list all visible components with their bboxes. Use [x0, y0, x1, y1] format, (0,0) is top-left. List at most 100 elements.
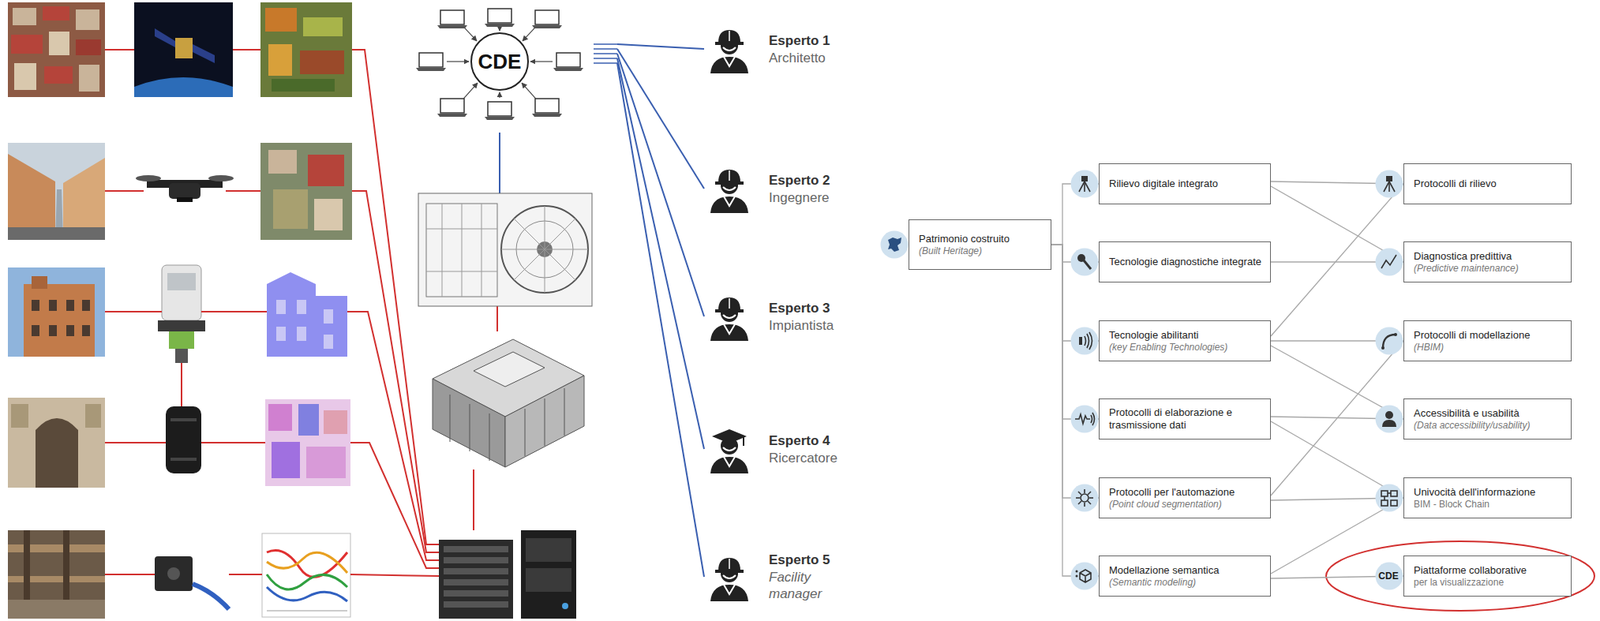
graphic-part: [1383, 496, 1386, 501]
graphic-part: [418, 193, 593, 307]
graphic-part: [228, 573, 263, 576]
graphic-part: [564, 388, 566, 436]
graphic-part: [728, 30, 731, 42]
graphic-part: [1382, 334, 1396, 349]
graphic-part: [525, 568, 572, 593]
connector: [1051, 244, 1099, 341]
graphic-part: [104, 311, 162, 313]
graphic-part: [715, 181, 744, 185]
graphic-part: [449, 394, 451, 443]
graphic-part: [1087, 491, 1091, 495]
tree-icon-graphic: [880, 230, 909, 259]
graphic-part: [266, 552, 348, 574]
tree-box: Protocolli per l'automazione(Point cloud…: [1098, 477, 1271, 519]
expert-title: Esperto 4: [768, 432, 888, 450]
tree-icon: [1070, 169, 1099, 199]
box-title: Protocolli di modellazione: [1413, 329, 1565, 342]
box-subtitle: (Point cloud segmentation): [1109, 498, 1264, 511]
box-title: Rilievo digitale integrato: [1109, 177, 1264, 191]
graphic-part: [723, 196, 735, 207]
graphic-part: [718, 169, 741, 183]
graphic-part: [1375, 484, 1404, 513]
box-title: Piattaforme collaborative: [1413, 564, 1565, 578]
graphic-part: [446, 60, 469, 62]
graphic-part: [524, 408, 526, 457]
graphic-part: [481, 203, 483, 297]
graphic-part: [1381, 500, 1388, 506]
graphic-part: [161, 265, 202, 321]
graphic-part: [1075, 497, 1080, 499]
graphic-part: [496, 306, 499, 332]
connector: [617, 44, 705, 49]
graphic-part: [443, 546, 509, 553]
graphic-part: [350, 574, 439, 577]
graphic-part: [170, 418, 197, 422]
graphic-part: [268, 44, 293, 76]
graphic-part: [323, 309, 334, 324]
graphic-part: [135, 175, 162, 182]
icon-label: CDE: [1374, 568, 1403, 585]
graphic-part: [1075, 414, 1091, 424]
graphic-part: [170, 457, 197, 461]
box-title: Tecnologie abilitanti: [1109, 329, 1264, 342]
graphic-part: [419, 52, 443, 68]
expert-text: Esperto 1Architetto: [768, 32, 888, 67]
graphic-part: [426, 203, 498, 297]
graphic-part: [513, 218, 576, 281]
graphic-part: [268, 149, 297, 174]
graphic-part: [1071, 405, 1099, 434]
graphic-part: [306, 446, 346, 479]
graphic-part: [11, 34, 43, 54]
graphic-part: [562, 603, 569, 610]
graphic-part: [1084, 336, 1087, 346]
box-title: Tecnologie diagnostiche integrate: [1109, 255, 1264, 269]
graphic-part: [556, 52, 581, 68]
graphic-part: [473, 352, 545, 387]
device-column: [134, 2, 234, 610]
graphic-part: [710, 324, 749, 341]
graphic-part: [276, 326, 286, 341]
graphic-part: [498, 29, 500, 31]
graphic-part: [469, 404, 471, 452]
tree-icon-graphic: [1070, 404, 1099, 434]
graphic-part: [7, 142, 105, 240]
graphic-part: [437, 25, 468, 29]
graphic-part: [723, 457, 735, 467]
graphic-part: [75, 39, 102, 56]
connector: [1051, 244, 1099, 499]
graphic-part: [85, 404, 102, 428]
graphic-part: [593, 62, 618, 64]
graphic-part: [1079, 337, 1083, 345]
graphic-part: [1071, 170, 1099, 199]
tree-icon: [1070, 247, 1099, 277]
graphic-part: [1388, 181, 1391, 192]
graphic-part: [296, 326, 307, 341]
graphic-part: [66, 299, 75, 312]
graphic-part: [1089, 497, 1094, 499]
connector: [1270, 340, 1404, 496]
tree-icon: [1375, 169, 1404, 199]
graphic-part: [7, 397, 105, 488]
graphic-part: [723, 575, 736, 579]
tree-icon: [1375, 404, 1404, 434]
tree-box: Protocolli di elaborazione e trasmission…: [1098, 398, 1271, 440]
photo-column: [7, 2, 105, 619]
graphic-part: [1381, 346, 1385, 350]
connector: [1270, 183, 1404, 337]
graphic-part: [728, 170, 731, 181]
graphic-part: [723, 187, 736, 191]
graphic-part: [1071, 484, 1099, 513]
graphic-part: [487, 8, 512, 23]
graphic-part: [7, 530, 105, 619]
graphic-part: [266, 610, 348, 612]
graphic-part: [1382, 419, 1397, 428]
connector: [617, 58, 705, 450]
graphic-part: [323, 410, 348, 435]
graphic-part: [260, 2, 353, 98]
graphic-part: [7, 544, 105, 553]
graphic-part: [718, 297, 741, 311]
cde-link: [498, 132, 501, 194]
graphic-part: [266, 587, 348, 602]
graphic-part: [157, 320, 206, 332]
graphic-part: [14, 63, 37, 90]
